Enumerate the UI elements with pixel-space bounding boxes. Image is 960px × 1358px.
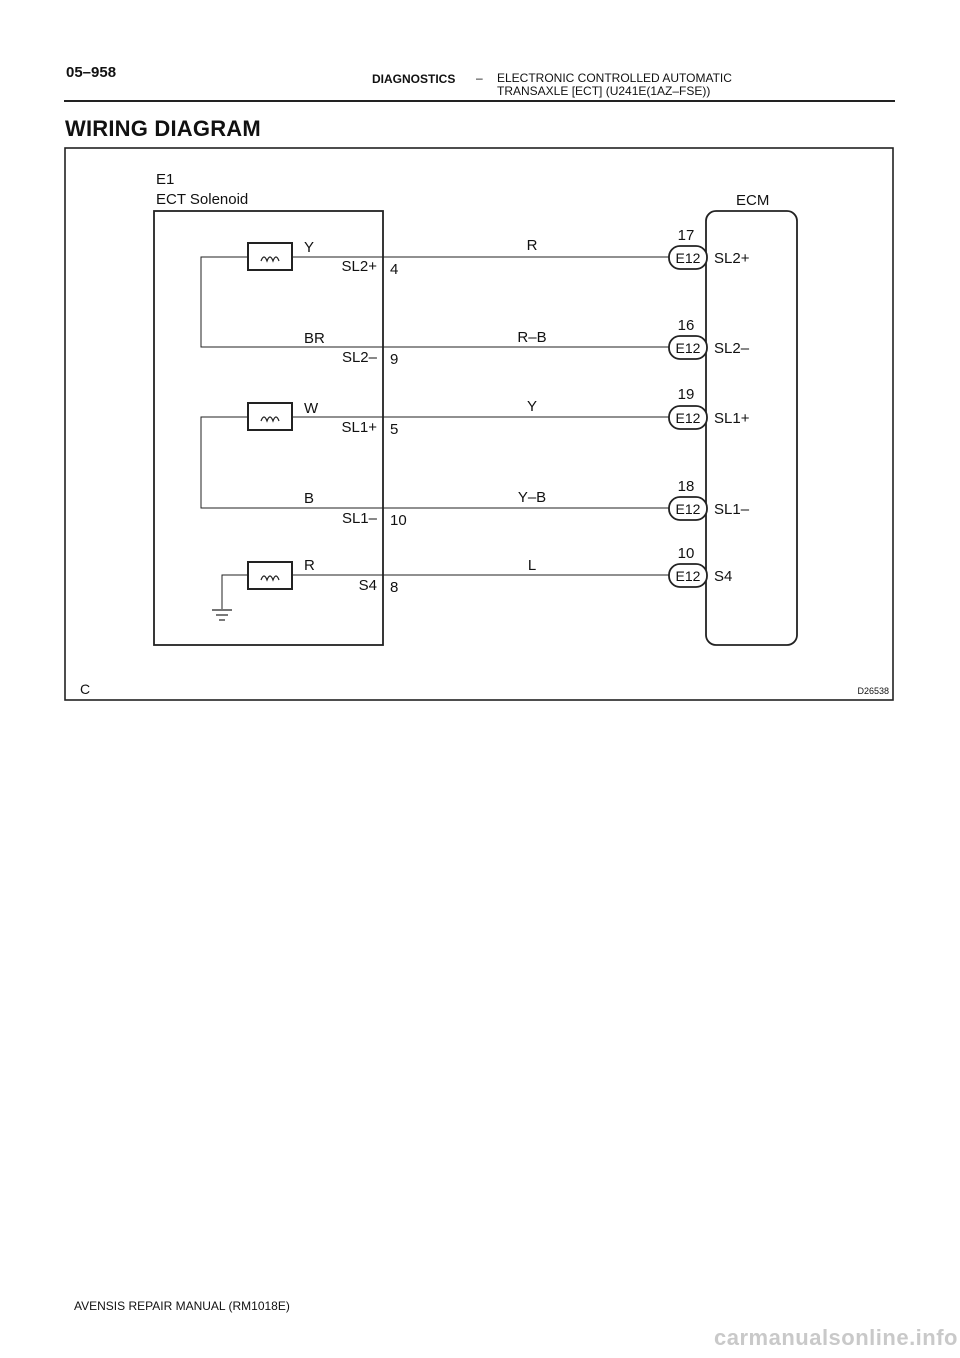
ecm-pin-number: 17 xyxy=(678,227,695,244)
ecm-terminal: SL1– xyxy=(714,501,750,518)
connector-code: E12 xyxy=(676,501,701,517)
solenoid-pin-number: 8 xyxy=(390,579,398,596)
figure-code: D26538 xyxy=(857,686,889,696)
solenoid-wire-color: Y xyxy=(304,239,314,256)
solenoid-terminal: SL2+ xyxy=(342,258,378,275)
solenoid-name: ECT Solenoid xyxy=(156,191,248,208)
coil-icon xyxy=(247,561,293,590)
solenoid-pin-number: 9 xyxy=(390,351,398,368)
harness-wire-color: R–B xyxy=(517,329,546,346)
ecm-terminal: SL1+ xyxy=(714,410,750,427)
harness-wire-color: R xyxy=(527,237,538,254)
ecm-pin-number: 18 xyxy=(678,478,695,495)
connector-code: E12 xyxy=(676,568,701,584)
ecm-box xyxy=(705,210,798,646)
solenoid-wire-color: R xyxy=(304,557,315,574)
harness-wire-color: Y xyxy=(527,398,537,415)
ecm-pin-number: 19 xyxy=(678,386,695,403)
coil-icon xyxy=(247,402,293,431)
watermark: carmanualsonline.info xyxy=(714,1325,958,1350)
s4-ground-wire xyxy=(221,574,248,609)
coil-icon xyxy=(247,242,293,271)
manual-footer: AVENSIS REPAIR MANUAL (RM1018E) xyxy=(74,1299,290,1313)
harness-wire-color: L xyxy=(528,557,536,574)
sl1-loop-wire xyxy=(200,416,383,509)
connector-code: E12 xyxy=(676,410,701,426)
sl2-loop-wire xyxy=(200,256,383,348)
document-title-line-2: TRANSAXLE [ECT] (U241E(1AZ–FSE)) xyxy=(497,84,711,98)
ecm-connector-sl1-plus: E12 xyxy=(668,405,708,430)
ecm-terminal: SL2+ xyxy=(714,250,750,267)
connector-code: E12 xyxy=(676,340,701,356)
page-number: 05–958 xyxy=(66,64,117,81)
solenoid-pin-number: 10 xyxy=(390,512,407,529)
ecm-connector-sl2-minus: E12 xyxy=(668,335,708,360)
solenoid-wire-color: W xyxy=(304,400,319,417)
harness-wire-color: Y–B xyxy=(518,489,546,506)
document-title: ELECTRONIC CONTROLLED AUTOMATIC TRANSAXL… xyxy=(497,72,732,98)
solenoid-pin-number: 5 xyxy=(390,421,398,438)
solenoid-box xyxy=(153,210,384,646)
ecm-pin-number: 10 xyxy=(678,545,695,562)
solenoid-wire-color: BR xyxy=(304,330,325,347)
corner-label: C xyxy=(80,681,90,697)
ecm-label: ECM xyxy=(736,192,769,209)
ground-icon xyxy=(212,609,232,621)
header-rule xyxy=(64,100,895,102)
solenoid-terminal: SL1– xyxy=(342,510,378,527)
document-title-line-1: ELECTRONIC CONTROLLED AUTOMATIC xyxy=(497,71,732,85)
wiring-diagram: E1 ECT Solenoid ECM E12 E12 xyxy=(64,147,894,701)
solenoid-terminal: SL2– xyxy=(342,349,378,366)
ecm-connector-sl2-plus: E12 xyxy=(668,245,708,270)
solenoid-terminal: SL1+ xyxy=(342,419,378,436)
wiring-diagram-heading: WIRING DIAGRAM xyxy=(65,116,261,141)
solenoid-wire-color: B xyxy=(304,490,314,507)
solenoid-pin-number: 4 xyxy=(390,261,398,278)
ecm-terminal: SL2– xyxy=(714,340,750,357)
diagram-frame xyxy=(64,147,894,701)
ecm-connector-sl1-minus: E12 xyxy=(668,496,708,521)
ecm-pin-number: 16 xyxy=(678,317,695,334)
connector-code: E12 xyxy=(676,250,701,266)
solenoid-terminal: S4 xyxy=(359,577,377,594)
section-name: DIAGNOSTICS xyxy=(372,72,456,86)
ecm-terminal: S4 xyxy=(714,568,732,585)
header-separator: – xyxy=(476,71,483,85)
solenoid-id: E1 xyxy=(156,171,174,188)
ecm-connector-s4: E12 xyxy=(668,563,708,588)
